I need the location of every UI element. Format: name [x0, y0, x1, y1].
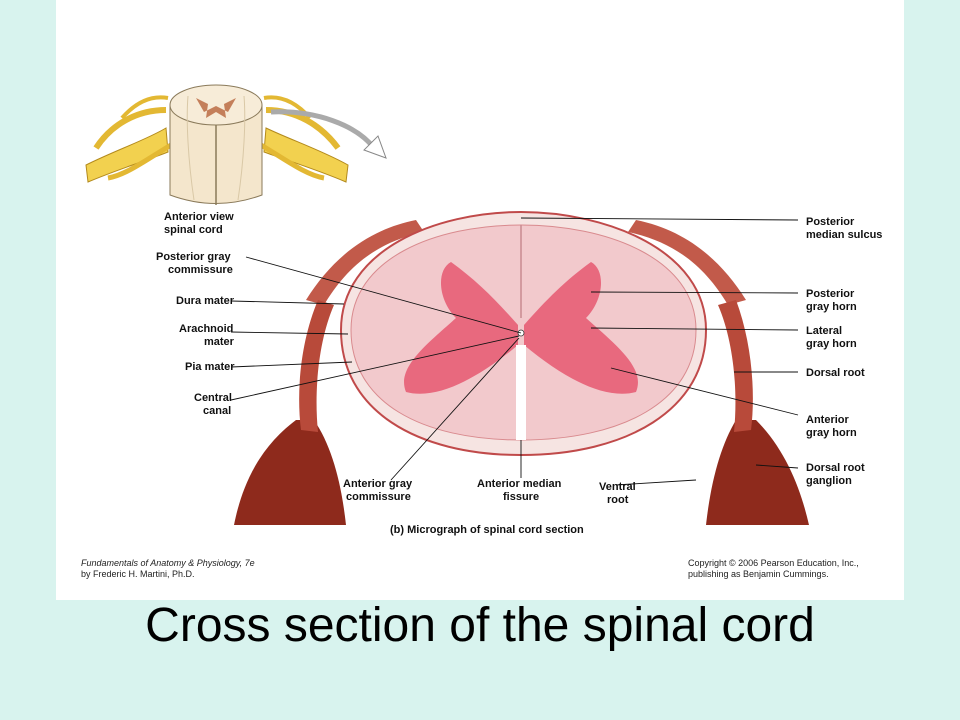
credit-copyright-line1: Copyright © 2006 Pearson Education, Inc.…	[688, 558, 859, 568]
label-posterior-gray-commissure-2: commissure	[168, 264, 233, 276]
slide-title: Cross section of the spinal cord	[145, 599, 815, 652]
label-lateral-gray-horn-1: Lateral	[806, 325, 842, 337]
leader-lines	[230, 217, 799, 486]
label-lateral-gray-horn-2: gray horn	[806, 338, 857, 350]
label-anterior-median-fissure-1: Anterior median	[477, 478, 562, 490]
credit-book-line1: Fundamentals of Anatomy & Physiology, 7e	[81, 558, 255, 568]
label-anterior-gray-commissure-1: Anterior gray	[343, 478, 413, 490]
micrograph-image	[234, 210, 809, 525]
label-anterior-gray-horn-2: gray horn	[806, 427, 857, 439]
label-pia-mater: Pia mater	[185, 361, 235, 373]
label-ventral-root-2: root	[607, 494, 629, 506]
label-arachnoid-mater-1: Arachnoid	[179, 323, 233, 335]
label-dura-mater: Dura mater	[176, 295, 235, 307]
label-posterior-gray-horn-1: Posterior	[806, 288, 855, 300]
label-posterior-median-sulcus-1: Posterior	[806, 216, 855, 228]
label-central-canal-1: Central	[194, 392, 232, 404]
figure-panel: Anterior view of spinal cord	[56, 0, 904, 600]
label-posterior-median-sulcus-2: median sulcus	[806, 229, 882, 241]
spinal-cord-figure: Anterior view of spinal cord	[81, 84, 882, 579]
label-arachnoid-mater-2: mater	[204, 336, 235, 348]
label-dorsal-root-ganglion-2: ganglion	[806, 475, 852, 487]
credit-copyright-line2: publishing as Benjamin Cummings.	[688, 569, 829, 579]
anterior-view-illustration	[85, 84, 387, 205]
label-ventral-root-1: Ventral	[599, 481, 636, 493]
micrograph-caption: (b) Micrograph of spinal cord section	[390, 524, 584, 536]
label-posterior-gray-horn-2: gray horn	[806, 301, 857, 313]
label-anterior-gray-horn-1: Anterior	[806, 414, 850, 426]
label-central-canal-2: canal	[203, 405, 231, 417]
inset-caption-line2: spinal cord	[164, 224, 223, 236]
label-dorsal-root: Dorsal root	[806, 367, 865, 379]
credit-book-line2: by Frederic H. Martini, Ph.D.	[81, 569, 195, 579]
label-posterior-gray-commissure-1: Posterior gray	[156, 251, 231, 263]
label-dorsal-root-ganglion-1: Dorsal root	[806, 462, 865, 474]
label-anterior-median-fissure-2: fissure	[503, 491, 539, 503]
inset-caption-line1: Anterior view of	[164, 211, 247, 223]
label-anterior-gray-commissure-2: commissure	[346, 491, 411, 503]
